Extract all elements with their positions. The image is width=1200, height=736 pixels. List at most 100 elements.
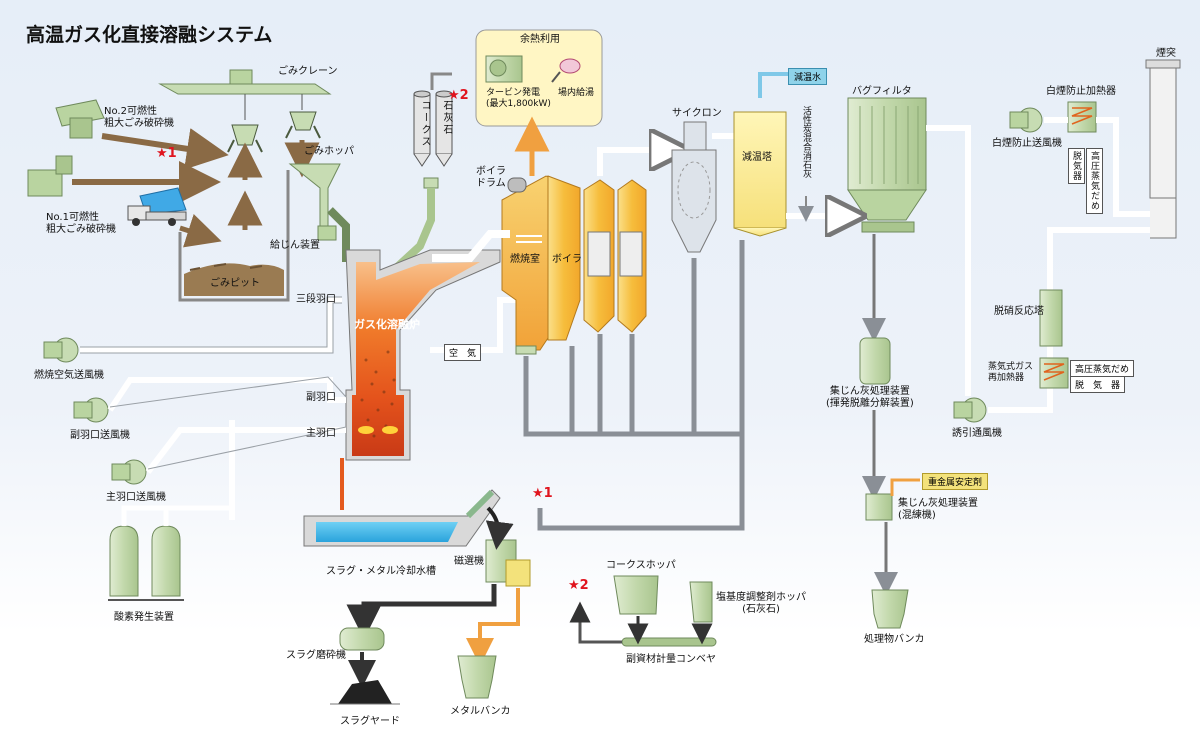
fly-ash-treatment-label: 集じん灰処理装置 (揮発脱離分解装置) <box>826 386 914 409</box>
fly-ash-mixer-label: 集じん灰処理装置 (混練機) <box>898 498 978 521</box>
white-smoke-fan-label: 白煙防止送風機 <box>992 138 1062 149</box>
fly-ash-treatment <box>859 234 920 629</box>
pit-label: ごみピット <box>210 278 260 289</box>
combustion-air-fan <box>43 337 79 363</box>
main-tuyere-fan <box>111 459 147 485</box>
marker-star-2-return: ★2 <box>568 578 589 593</box>
white-smoke-heater <box>1067 101 1097 133</box>
ash-hoppers <box>515 345 537 355</box>
combustion-fan-label: 燃焼空気送風機 <box>34 370 104 381</box>
boiler-1 <box>547 175 581 341</box>
waste-heat-label: 余熱利用 <box>520 34 560 45</box>
sub-tuyere-label: 副羽口 <box>306 392 336 403</box>
air-lines <box>80 297 560 520</box>
waste-heat-box <box>475 29 603 127</box>
limestone-label: 石灰石 <box>441 100 452 136</box>
oxygen-generator <box>108 505 235 601</box>
product-bunker-label: 処理物バンカ <box>864 634 925 645</box>
metal-bunker-label: メタルバンカ <box>450 706 511 717</box>
melting-furnace <box>345 249 501 461</box>
metal-bunker <box>457 655 497 699</box>
crane-grab-left <box>227 124 263 153</box>
idf-label: 誘引通風機 <box>952 428 1002 439</box>
magnetic-separator <box>485 506 531 587</box>
marker-star-2: ★2 <box>448 88 469 103</box>
slag-crusher-label: スラグ磨砕機 <box>286 650 346 661</box>
hp-steam-vertical: 高圧蒸気だめ <box>1086 148 1103 214</box>
hot-water-label: 場内給湯 <box>558 88 595 98</box>
basicity-hopper-label: 塩基度調整剤ホッパ (石灰石) <box>716 592 806 615</box>
feeder-label: 給じん装置 <box>270 240 320 251</box>
boiler-label: ボイラ <box>552 254 582 265</box>
steam-reheater-label: 蒸気式ガス 再加熱器 <box>988 362 1034 383</box>
cooling-tower <box>733 72 790 237</box>
no2-crusher-label: No.2可燃性 粗大ごみ破砕機 <box>104 106 174 129</box>
cyclone <box>671 121 743 253</box>
sub-tuyere-fan-label: 副羽口送風機 <box>70 430 130 441</box>
white-smoke-fan <box>1009 107 1043 133</box>
crane-grab-right <box>285 111 321 139</box>
slag-yard <box>330 680 400 705</box>
hopper-label: ごみホッパ <box>304 146 354 157</box>
oxygen-label: 酸素発生装置 <box>114 612 174 623</box>
no1-crusher-label: No.1可燃性 粗大ごみ破砕機 <box>46 212 116 235</box>
cooling-water-label: 減温水 <box>788 68 828 85</box>
slag-tank <box>303 489 501 547</box>
slag-flow <box>346 584 497 640</box>
marker-star-1: ★1 <box>156 146 177 161</box>
cyclone-label: サイクロン <box>672 108 722 119</box>
denox-label: 脱硝反応塔 <box>994 306 1044 317</box>
combustion-chamber-label: 燃焼室 <box>510 254 540 265</box>
coke-hopper-label: コークスホッパ <box>606 560 676 571</box>
magnet-label: 磁選機 <box>454 556 484 567</box>
furnace-label: ガス化溶融炉 <box>354 318 420 331</box>
steam-reheater <box>1039 357 1069 389</box>
slag-yard-label: スラグヤード <box>340 716 400 727</box>
boiler-3 <box>617 179 647 333</box>
crane-rail <box>158 69 332 120</box>
coke-silo <box>413 90 431 167</box>
no1-crusher <box>27 155 73 197</box>
denox-reactor <box>1039 289 1063 347</box>
waste-flow-1 <box>101 128 229 170</box>
no2-crusher <box>55 99 105 139</box>
main-tuyere-label: 主羽口 <box>306 428 336 439</box>
air-label: 空 気 <box>444 344 482 361</box>
boiler-drum-label: ボイラ ドラム <box>476 166 506 189</box>
main-tuyere-fan-label: 主羽口送風機 <box>106 492 166 503</box>
marker-star-1-return: ★1 <box>532 486 553 501</box>
white-smoke-heater-label: 白煙防止加熱器 <box>1046 86 1116 97</box>
bag-filter-label: バグフィルタ <box>852 86 912 97</box>
slag-tank-label: スラグ・メタル冷却水槽 <box>326 566 436 577</box>
stack <box>1145 59 1181 239</box>
page-title: 高温ガス化直接溶融システム <box>26 24 273 46</box>
sub-tuyere-fan <box>73 397 109 423</box>
metal-flow <box>466 588 520 666</box>
air-lines-edge <box>80 296 347 470</box>
third-tuyere-label: 三段羽口 <box>296 294 336 305</box>
activated-carbon-label: 活性炭混合消石灰 <box>801 106 811 178</box>
turbine-label: タービン発電 (最大1,800kW) <box>486 88 551 109</box>
deaerator-box: 脱 気 器 <box>1070 376 1126 393</box>
crane-label: ごみクレーン <box>278 66 338 77</box>
stack-label: 煙突 <box>1156 48 1176 59</box>
slag-crusher <box>339 627 385 688</box>
coke-label: コークス <box>419 100 430 148</box>
ash-collection-pipes <box>523 240 745 531</box>
sub-material-conveyor <box>569 575 717 647</box>
idf-fan <box>953 397 987 423</box>
cooling-tower-label: 減温塔 <box>742 152 772 163</box>
hp-steam-drum-box: 高圧蒸気だめ <box>1070 360 1135 377</box>
dump-truck <box>127 187 187 226</box>
furnace-particles <box>360 350 396 438</box>
conveyor-label: 副資材計量コンベヤ <box>626 654 716 665</box>
heavy-metal-label: 重金属安定剤 <box>922 473 989 490</box>
waste-flow-3 <box>179 213 222 248</box>
boiler-2 <box>583 179 615 333</box>
bag-filter <box>847 97 927 233</box>
waste-pit <box>178 170 290 302</box>
deaerator-vertical: 脱気器 <box>1068 148 1085 184</box>
limestone-silo <box>435 90 453 167</box>
